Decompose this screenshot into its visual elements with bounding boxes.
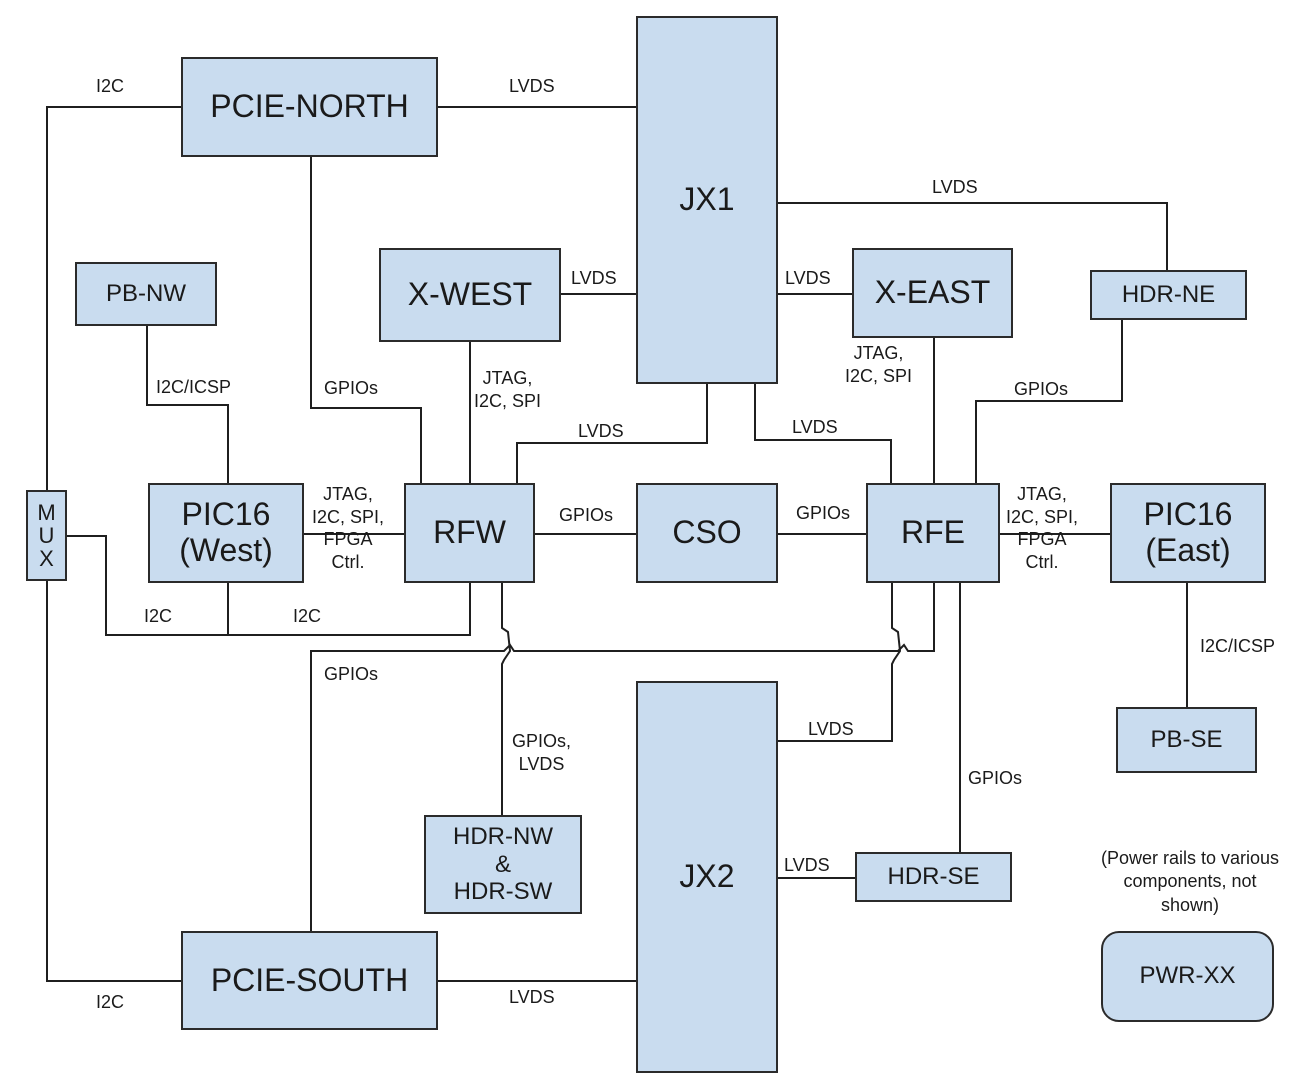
pb-nw-label: PB-NW [106, 279, 186, 307]
link-label-i2c-icsp-west: I2C/ICSP [156, 377, 232, 397]
pb-se-block: PB-SE [1116, 707, 1257, 773]
mux-label: M U X [37, 499, 56, 572]
wire-mux-i2c-bus [67, 535, 471, 636]
link-label-gpios-hdr-se: GPIOs [968, 768, 1023, 788]
link-label-gpios-lvds-hdr: GPIOs, LVDS [512, 731, 572, 774]
pwr-xx-label: PWR-XX [1139, 962, 1236, 990]
jx1-block: JX1 [636, 16, 778, 384]
cso-block: CSO [636, 483, 778, 583]
link-label-gpios-rfw-cso: GPIOs [559, 505, 614, 525]
link-label-lvds-x-east: LVDS [785, 268, 831, 288]
link-label-jtag-east: JTAG, I2C, SPI, FPGA Ctrl. [1006, 484, 1079, 572]
x-west-block: X-WEST [379, 248, 561, 342]
jx1-label: JX1 [679, 181, 735, 218]
x-west-label: X-WEST [407, 276, 533, 313]
link-label-i2c-north: I2C [96, 76, 125, 96]
wire-hdr-ne-rfe [975, 320, 1123, 483]
link-label-jtag-x-east: JTAG, I2C, SPI [845, 343, 913, 386]
jx2-label: JX2 [679, 858, 735, 895]
hdr-nw-sw-label: HDR-NW & HDR-SW [453, 823, 553, 906]
pic16-west-block: PIC16 (West) [148, 483, 304, 583]
hdr-ne-block: HDR-NE [1090, 270, 1247, 320]
link-label-gpios-north-rfw: GPIOs [324, 378, 379, 398]
link-label-lvds-x-west: LVDS [571, 268, 617, 288]
rfw-block: RFW [404, 483, 535, 583]
pwr-xx-block: PWR-XX [1101, 931, 1274, 1022]
link-label-jtag-x-west: JTAG, I2C, SPI [474, 368, 542, 411]
link-label-lvds-north: LVDS [509, 76, 555, 96]
jx2-block: JX2 [636, 681, 778, 1073]
pic16-east-block: PIC16 (East) [1110, 483, 1266, 583]
link-label-lvds-jx1-rfw: LVDS [578, 421, 624, 441]
wire-rfw-hdr-nw [501, 583, 512, 815]
hdr-se-label: HDR-SE [887, 862, 980, 890]
rfe-label: RFE [901, 514, 965, 551]
link-label-gpios-cso-rfe: GPIOs [796, 503, 851, 523]
wire-mux-pcie-north [46, 106, 181, 490]
hdr-se-block: HDR-SE [855, 852, 1012, 902]
x-east-block: X-EAST [852, 248, 1013, 338]
link-label-gpios-south: GPIOs [324, 664, 379, 684]
link-label-gpios-hdr-ne: GPIOs [1014, 379, 1069, 399]
pcie-north-block: PCIE-NORTH [181, 57, 438, 157]
cso-label: CSO [672, 514, 742, 551]
x-east-label: X-EAST [874, 274, 991, 311]
link-label-i2c-mux-pic: I2C [144, 606, 173, 626]
hdr-nw-sw-block: HDR-NW & HDR-SW [424, 815, 582, 914]
pcie-north-label: PCIE-NORTH [210, 88, 409, 125]
pb-se-label: PB-SE [1150, 725, 1223, 753]
rfe-block: RFE [866, 483, 1000, 583]
hdr-ne-label: HDR-NE [1121, 280, 1216, 308]
pic16-east-label: PIC16 (East) [1143, 496, 1233, 568]
wire-jx1-rfe [754, 384, 892, 483]
link-label-lvds-south: LVDS [509, 987, 555, 1007]
rfw-label: RFW [433, 514, 506, 551]
wire-rfe-pcie-south [310, 583, 935, 931]
wire-pb-nw-pic16-west [146, 326, 229, 483]
link-label-i2c-south: I2C [96, 992, 125, 1012]
link-label-i2c-pic-rfw: I2C [293, 606, 322, 626]
pcie-south-block: PCIE-SOUTH [181, 931, 438, 1030]
link-label-jtag-west: JTAG, I2C, SPI, FPGA Ctrl. [312, 484, 385, 572]
pb-nw-block: PB-NW [75, 262, 217, 326]
link-label-lvds-rfe-jx2: LVDS [808, 719, 854, 739]
link-label-lvds-jx1-rfe: LVDS [792, 417, 838, 437]
mux-block: M U X [26, 490, 67, 581]
link-label-i2c-icsp-east: I2C/ICSP [1200, 636, 1276, 656]
connection-lines [46, 106, 1188, 982]
link-label-lvds-jx1-hdr-ne: LVDS [932, 177, 978, 197]
pcie-south-label: PCIE-SOUTH [210, 961, 409, 998]
wire-pcie-north-rfw [310, 157, 422, 483]
wire-mux-pcie-south [46, 581, 181, 982]
wire-jx1-rfw [516, 384, 708, 483]
pic16-west-label: PIC16 (West) [179, 496, 273, 568]
wire-jx1-hdr-ne [778, 202, 1168, 270]
power-rails-note: (Power rails to various components, not … [1100, 848, 1280, 915]
wire-rfe-jx2 [778, 583, 902, 742]
link-label-lvds-jx2-hdr-se: LVDS [784, 855, 830, 875]
